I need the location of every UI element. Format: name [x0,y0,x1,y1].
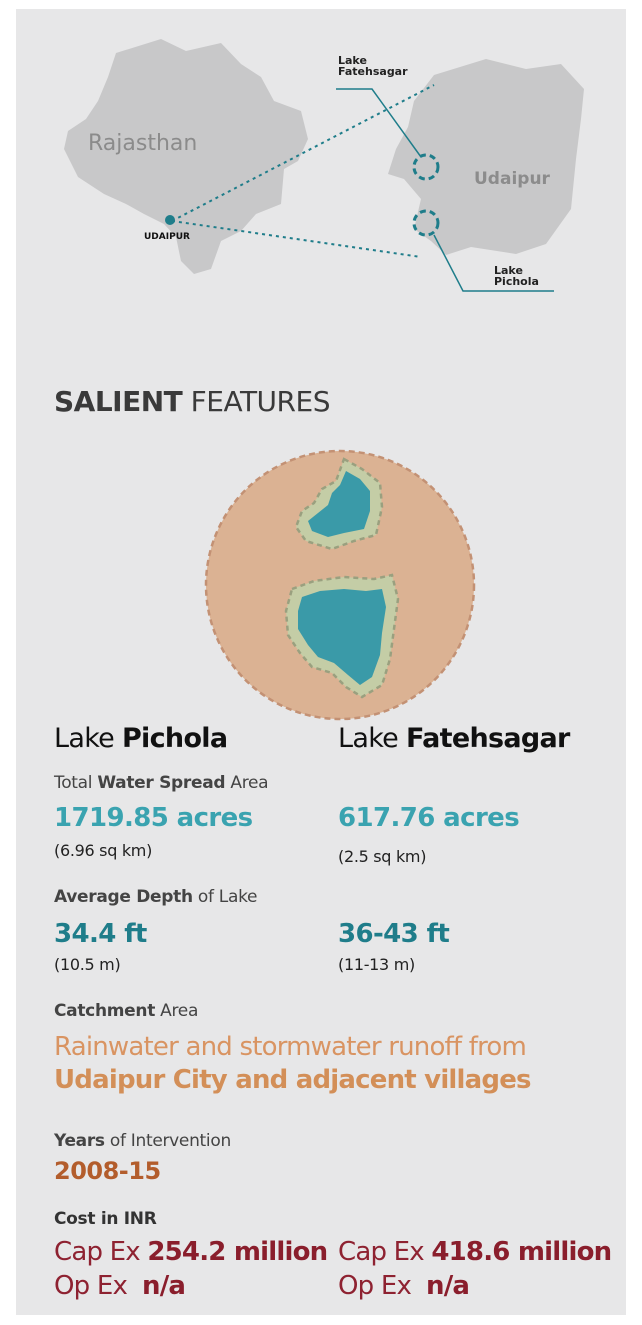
fatehsagar-water-spread-value: 617.76 acres [338,803,520,833]
udaipur-marker-label: UDAIPUR [144,232,190,242]
lake-pichola-heading: Lake Pichola [54,723,228,754]
intervention-label: Years of Intervention [54,1131,231,1151]
udaipur-marker-icon [165,215,175,225]
section-title: SALIENT FEATURES [54,385,330,418]
rajasthan-label: Rajasthan [88,131,198,156]
fatehsagar-opex: Op Ex n/a [338,1271,470,1301]
catchment-description-line2: Udaipur City and adjacent villages [54,1065,532,1095]
lake-pichola-callout: Lake Pichola [494,264,539,288]
location-map [64,39,584,292]
depth-label: Average Depth of Lake [54,887,258,907]
pichola-ring-icon [412,209,440,237]
cost-label: Cost in INR [54,1209,157,1229]
fatehsagar-depth-value: 36-43 ft [338,919,450,949]
pichola-opex: Op Ex n/a [54,1271,186,1301]
fatehsagar-water-spread-sub: (2.5 sq km) [338,847,427,866]
pichola-water-spread-value: 1719.85 acres [54,803,253,833]
catchment-label: Catchment Area [54,1001,199,1021]
intervention-years-value: 2008-15 [54,1157,161,1185]
catchment-description-line1: Rainwater and stormwater runoff from [54,1032,527,1062]
fatehsagar-ring-icon [412,153,440,181]
lake-fatehsagar-heading: Lake Fatehsagar [338,723,570,754]
lakes-illustration [204,449,476,721]
fatehsagar-capex: Cap Ex 418.6 million [338,1237,612,1267]
infographic-card: Rajasthan UDAIPUR Udaipur Lake Fatehsaga… [16,9,626,1315]
pichola-depth-value: 34.4 ft [54,919,147,949]
lake-fatehsagar-callout: Lake Fatehsagar [338,54,408,78]
rajasthan-map-shape [64,39,308,274]
pichola-water-spread-sub: (6.96 sq km) [54,841,153,860]
pichola-depth-sub: (10.5 m) [54,955,121,974]
pichola-capex: Cap Ex 254.2 million [54,1237,328,1267]
water-spread-label: Total Water Spread Area [54,773,269,793]
udaipur-map-shape [388,59,584,255]
fatehsagar-depth-sub: (11-13 m) [338,955,415,974]
udaipur-label: Udaipur [474,169,550,189]
